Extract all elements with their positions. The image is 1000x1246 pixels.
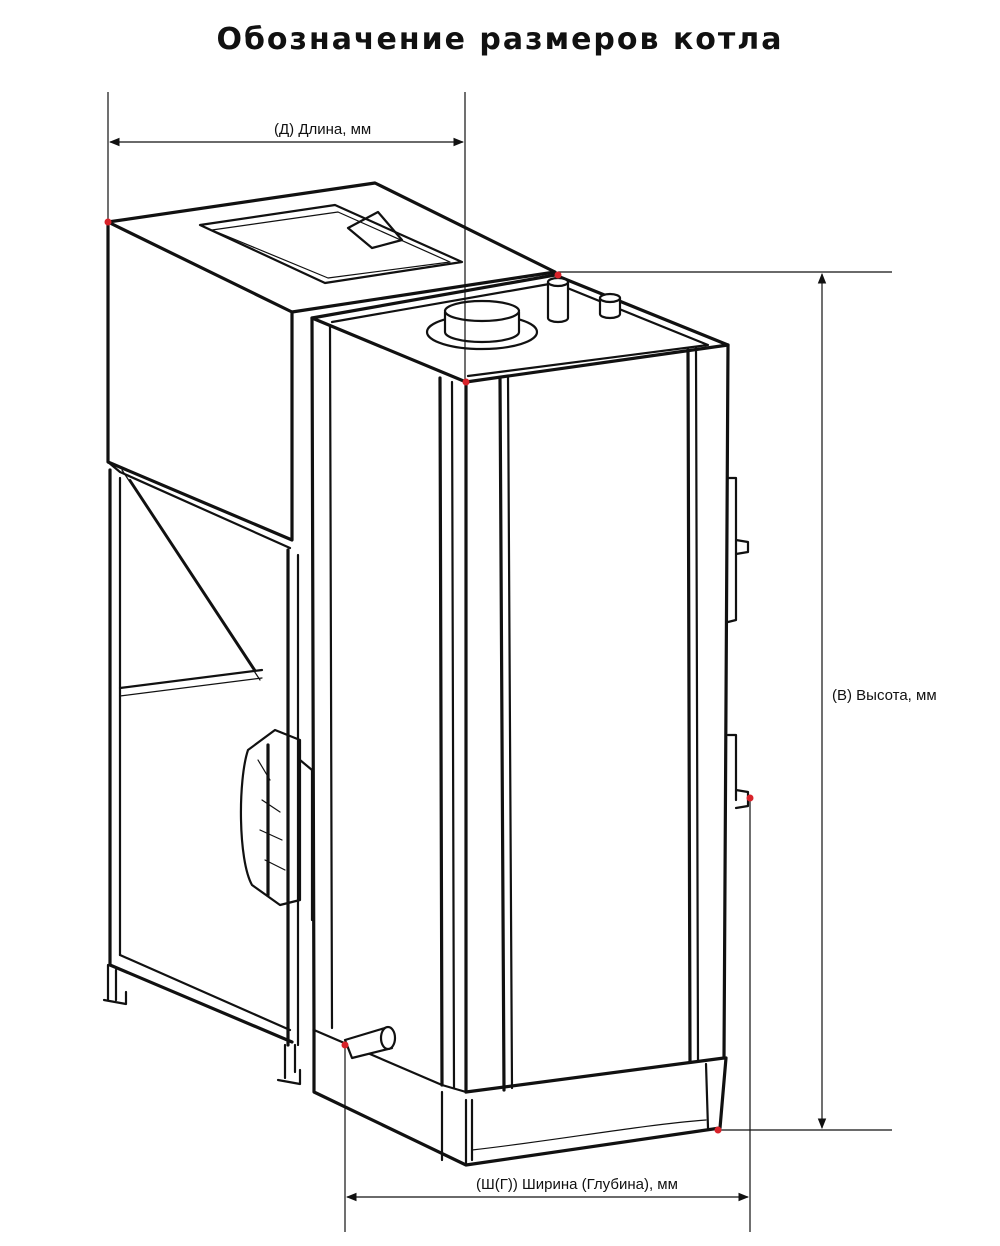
marker-width-right [746,794,754,802]
marker-height-bottom [714,1126,722,1134]
boiler-body [310,273,750,1167]
height-dimension [558,271,892,1131]
marker-length-left [104,218,112,226]
length-label: (Д) Длина, мм [272,121,374,138]
pellet-burner [239,728,314,922]
width-label: (Ш(Г)) Ширина (Глубина), мм [474,1176,680,1193]
length-dimension [107,92,466,382]
page-title: Обозначение размеров котла [216,22,784,57]
marker-length-right [462,378,470,386]
reference-markers [104,218,754,1134]
marker-width-left [341,1041,349,1049]
marker-height-top [554,271,562,279]
fuel-hopper [106,181,557,681]
height-label: (В) Высота, мм [830,687,939,704]
hopper-stand [102,468,302,1086]
width-dimension [344,798,751,1232]
